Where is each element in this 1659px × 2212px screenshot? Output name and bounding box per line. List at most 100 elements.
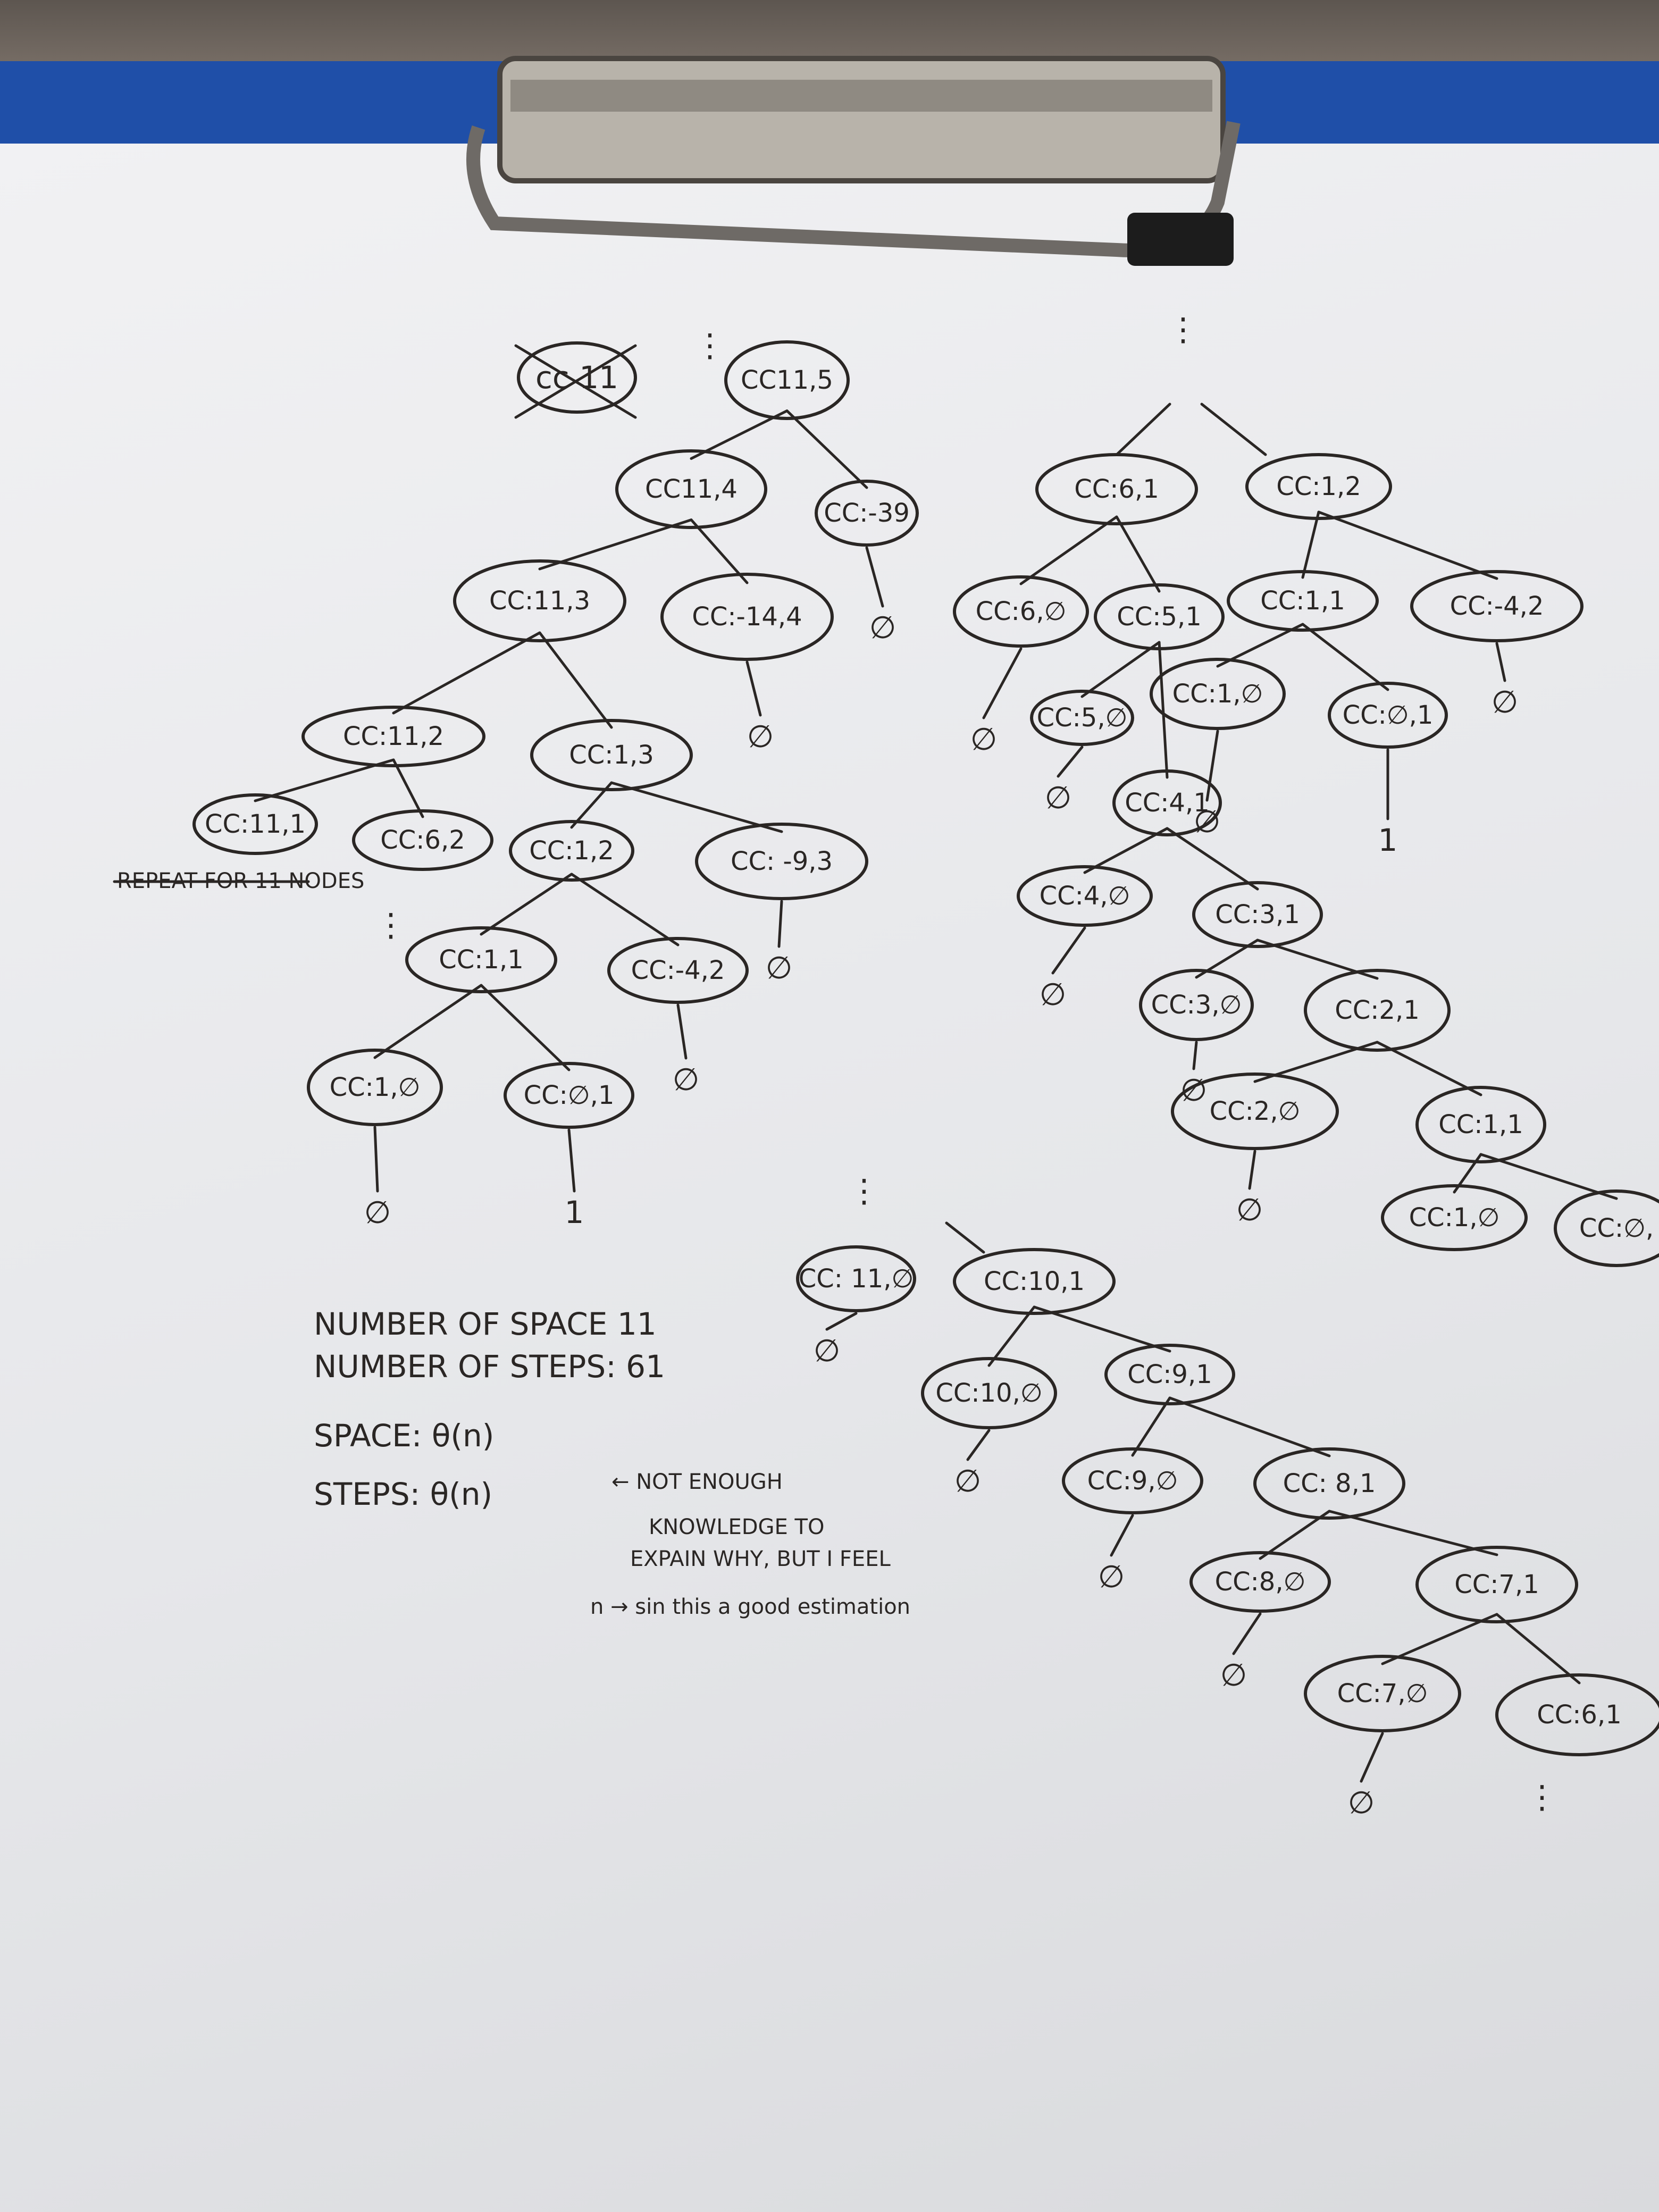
dots: ⋮ xyxy=(375,907,407,944)
tree-edge xyxy=(538,631,613,729)
leaf-symbol: ∅ xyxy=(1098,1559,1125,1595)
leaf-symbol: ∅ xyxy=(1348,1784,1375,1821)
node-label: CC:1,2 xyxy=(1276,472,1361,501)
node-label: CC11,4 xyxy=(645,474,738,504)
node-label: CC:10,1 xyxy=(984,1267,1085,1296)
tree-edge xyxy=(1131,1396,1171,1457)
dots: ⋮ xyxy=(1526,1779,1558,1816)
node-label: CC:∅,1 xyxy=(524,1080,615,1110)
tree-node: CC:4,1 xyxy=(1112,769,1222,836)
leaf-symbol: ∅ xyxy=(814,1333,841,1369)
leaf-symbol: ∅ xyxy=(1492,684,1519,720)
tree-edge xyxy=(1301,510,1320,579)
tree-node: CC:7,∅ xyxy=(1304,1655,1461,1732)
node-label: CC:3,∅ xyxy=(1151,990,1242,1020)
tree-node: CC:∅,1 xyxy=(1328,682,1448,749)
tree-node: CC:3,∅ xyxy=(1139,969,1254,1041)
tree-node: CC: 8,1 xyxy=(1253,1447,1405,1520)
leaf-edge xyxy=(1192,1041,1198,1070)
leaf-symbol: ∅ xyxy=(970,721,998,757)
tree-node: CC:11,2 xyxy=(301,706,485,767)
note-steps-count: NUMBER OF STEPS: 61 xyxy=(314,1348,665,1385)
node-label: CC:2,∅ xyxy=(1210,1096,1301,1126)
arrow-note-2: KNOWLEDGE TO xyxy=(649,1515,824,1539)
tree-leaves: ∅∅∅∅∅1∅∅∅1∅∅∅∅∅∅∅∅∅ xyxy=(364,609,1519,1821)
leaf-symbol: ∅ xyxy=(1220,1657,1247,1693)
note-space-count: NUMBER OF SPACE 11 xyxy=(314,1306,657,1342)
tree-node: CC:-39 xyxy=(815,480,919,547)
tree-node: CC:∅, xyxy=(1554,1189,1659,1267)
tree-node: CC:2,1 xyxy=(1304,969,1451,1052)
tree-edge xyxy=(945,1221,985,1254)
tree-node: CC:∅,1 xyxy=(504,1062,634,1129)
leaf-edge xyxy=(865,546,884,608)
tree-edge xyxy=(480,873,573,936)
tree-node: CC:1,1 xyxy=(1415,1086,1546,1163)
tree-node: CC:1,3 xyxy=(530,719,693,791)
tree-edge xyxy=(1301,623,1389,691)
tree-edge xyxy=(1158,641,1169,779)
tree-edge xyxy=(1166,827,1259,891)
node-label: CC:4,∅ xyxy=(1040,881,1130,911)
leaf-edge xyxy=(676,1003,688,1060)
tree-node: CC:3,1 xyxy=(1192,881,1323,948)
arrow-note-1: ← NOT ENOUGH xyxy=(611,1470,783,1494)
node-label: CC:2,1 xyxy=(1335,995,1420,1025)
tree-edges xyxy=(254,403,1618,1783)
tree-node: CC:10,1 xyxy=(953,1248,1116,1315)
tree-edge xyxy=(1115,515,1161,593)
tree-edge xyxy=(1080,641,1161,698)
tree-edge xyxy=(1328,1510,1498,1556)
repeat-note-struck: REPEAT FOR 11 NODES xyxy=(113,869,364,893)
tree-edge xyxy=(1019,515,1118,585)
leaf-edge xyxy=(1495,642,1506,682)
tree-edge xyxy=(1115,403,1171,456)
leaf-symbol: ∅ xyxy=(747,718,774,755)
tree-node: CC11,5 xyxy=(724,340,850,420)
tree-node: CC:1,2 xyxy=(1245,453,1392,520)
node-label: CC:1,3 xyxy=(569,740,654,770)
leaf-symbol: 1 xyxy=(1378,822,1398,858)
leaf-symbol: 1 xyxy=(565,1194,584,1230)
node-label: CC:6,1 xyxy=(1074,474,1159,504)
leaf-edge xyxy=(373,1126,379,1193)
tree-node: CC:1,1 xyxy=(405,926,557,993)
tree-node: CC:7,1 xyxy=(1415,1546,1578,1623)
tree-edge xyxy=(1033,1305,1171,1353)
node-label: CC:3,1 xyxy=(1215,900,1300,929)
tree-node: CC:10,∅ xyxy=(921,1357,1057,1429)
leaf-edge xyxy=(777,900,783,948)
node-label: CC:-4,2 xyxy=(1450,591,1544,621)
node-label: CC:9,1 xyxy=(1127,1360,1212,1389)
tree-edge xyxy=(1495,1613,1581,1685)
node-label: CC:1,∅ xyxy=(1409,1203,1500,1233)
tree-edge xyxy=(1376,1041,1482,1096)
leaf-edge xyxy=(1205,730,1219,802)
node-label: CC:5,∅ xyxy=(1037,703,1128,733)
tree-edge xyxy=(538,518,693,571)
leaf-edge xyxy=(1232,1612,1262,1655)
tree-edge xyxy=(254,758,395,802)
node-label: CC:-4,2 xyxy=(631,956,725,985)
node-label: CC:6,∅ xyxy=(976,597,1067,626)
node-label: CC:9,∅ xyxy=(1087,1466,1178,1496)
node-label: CC:∅,1 xyxy=(1343,700,1434,730)
tree-edge xyxy=(690,518,749,584)
leaf-edge xyxy=(567,1128,576,1193)
node-label: CC: -9,3 xyxy=(731,847,833,876)
leaf-symbol: ∅ xyxy=(364,1194,391,1230)
node-label: CC:1,1 xyxy=(1438,1110,1523,1139)
node-label: CC:6,1 xyxy=(1537,1700,1622,1730)
leaf-symbol: ∅ xyxy=(869,609,896,646)
node-label: CC:1,2 xyxy=(529,836,614,866)
tree-edge xyxy=(1200,403,1267,456)
tree-nodes: CC11,5CC11,4CC:-39CC:11,3CC:-14,4CC:11,2… xyxy=(192,340,1659,1756)
clipboard-clip-icon xyxy=(466,56,1241,266)
note-space-complexity: SPACE: θ(n) xyxy=(314,1418,494,1454)
node-label: CC:10,∅ xyxy=(935,1378,1042,1408)
notes: NUMBER OF SPACE 11 NUMBER OF STEPS: 61 S… xyxy=(314,1306,910,1619)
node-label: CC:1,∅ xyxy=(1172,679,1263,709)
tree-edge xyxy=(392,758,424,818)
tree-node: CC:1,∅ xyxy=(1381,1184,1528,1251)
